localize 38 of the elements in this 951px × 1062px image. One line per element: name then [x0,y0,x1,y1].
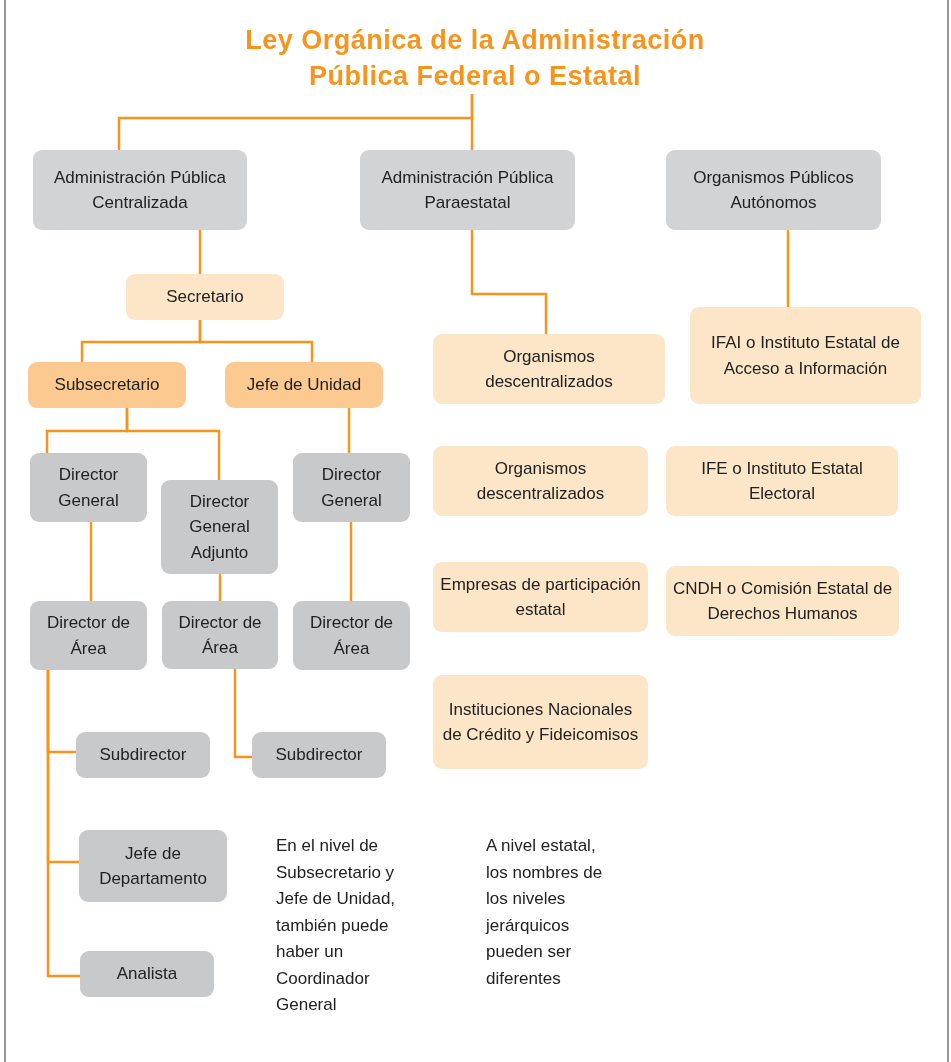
note-text: A nivel estatal, los nombres de los niveles jerárquicos pueden ser diferentes [486,835,604,990]
entity-box: Organismos descentralizados [433,334,665,404]
entity-box: Empresas de participación estatal [433,562,648,632]
connector-line [198,230,202,274]
connector-line [470,94,474,150]
entity-box: CNDH o Comisión Estatal de Derechos Humanos [666,566,899,636]
connector-line [786,230,790,307]
connector-line [89,522,93,601]
connector-line [46,670,80,978]
position-box: Jefe de Departamento [79,830,227,902]
connector-line [470,230,548,334]
position-box: Director General [293,453,410,522]
entity-box: Instituciones Nacionales de Crédito y Fideicomisos [433,675,648,769]
connector-line [218,574,222,601]
connector-line [349,522,353,601]
position-box: Director de Área [293,601,410,670]
connector-line [233,669,252,759]
entity-box: IFE o Instituto Estatal Electoral [666,446,898,516]
connector-line [125,408,221,480]
position-box: Analista [80,951,214,997]
connector-line [347,408,351,453]
position-box: Jefe de Unidad [225,362,383,408]
entity-box: Organismos descentralizados [433,446,648,516]
org-box: Administración Pública Paraestatal [360,150,575,230]
entity-box: Secretario [126,274,284,320]
position-box: Subdirector [252,732,386,778]
title-heading: Ley Orgánica de la Administración Pública Federal o Estatal [150,22,800,94]
org-box: Organismos Públicos Autónomos [666,150,881,230]
position-box: Director General [30,453,147,522]
position-box: Director de Área [30,601,147,670]
position-box: Director de Área [162,601,278,669]
entity-box: IFAI o Instituto Estatal de Acceso a Información [690,307,921,404]
note-text: En el nivel de Subsecretario y Jefe de Unidad, también puede haber un Coordinador General [276,835,397,1016]
position-box: Director General Adjunto [161,480,278,574]
connector-line [198,320,314,362]
position-box: Subdirector [76,732,210,778]
org-box: Administración Pública Centralizada [33,150,247,230]
position-box: Subsecretario [28,362,186,408]
